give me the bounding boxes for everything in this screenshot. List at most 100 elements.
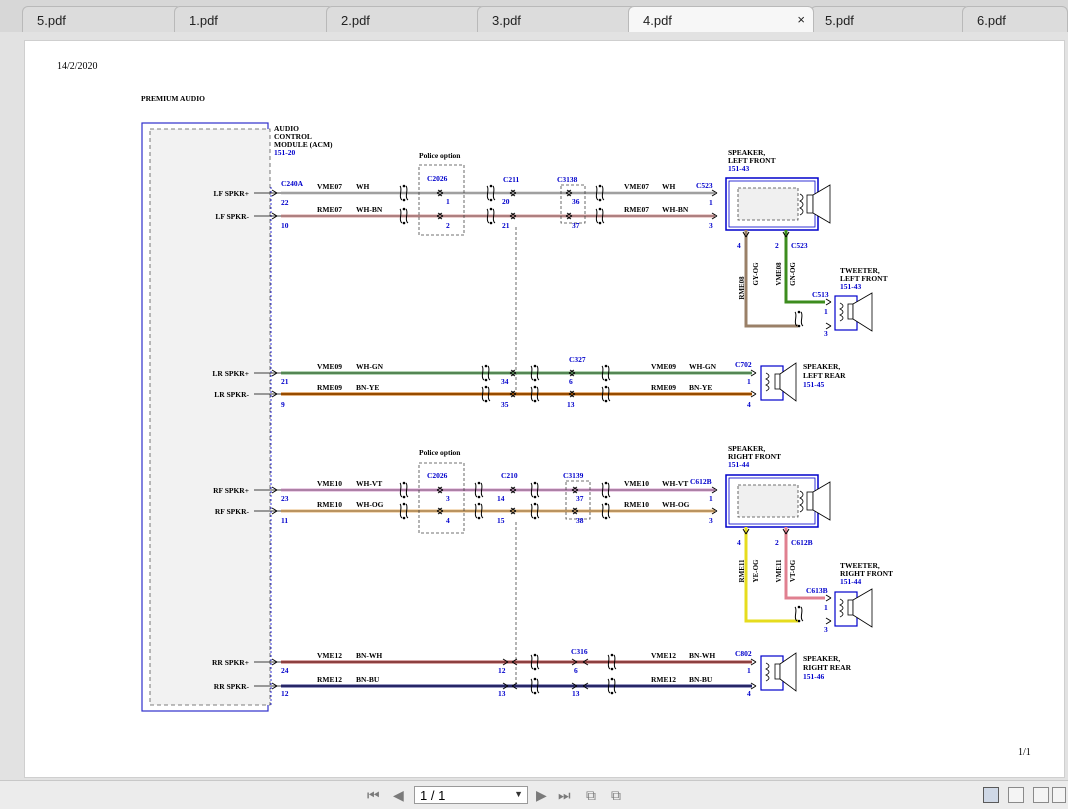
chevron-down-icon[interactable]: ▼ <box>514 789 523 799</box>
tab-6-pdf[interactable]: 6.pdf <box>962 6 1068 32</box>
tweeter-rf-label-a: TWEETER, <box>840 561 880 570</box>
pin-1: 1 <box>747 377 751 386</box>
pin-1: 1 <box>709 198 713 207</box>
first-page-icon[interactable]: ⏮ <box>367 787 380 803</box>
pin-3: 3 <box>824 625 828 634</box>
speaker-lr-ref: 151-45 <box>803 380 824 389</box>
speaker-rf-ref: 151-44 <box>728 460 749 469</box>
speaker-rr-label-a: SPEAKER, <box>803 654 840 663</box>
speaker-rr-ref: 151-46 <box>803 672 824 681</box>
color-bn-wh-right: BN-WH <box>689 651 715 660</box>
pin-3: 3 <box>709 221 713 230</box>
color-wh-right: WH <box>662 182 676 191</box>
tab-5-pdf-2[interactable]: 5.pdf <box>810 6 970 32</box>
pin-23: 23 <box>281 494 289 503</box>
single-page-view-icon[interactable] <box>983 787 999 803</box>
pin-21: 21 <box>502 221 510 230</box>
pin-22: 22 <box>281 198 289 207</box>
acm-ref: 151-20 <box>274 148 295 157</box>
color-wh-bn-right: WH-BN <box>662 205 689 214</box>
circuit-rme12-right: RME12 <box>651 675 676 684</box>
pin-3: 3 <box>446 494 450 503</box>
two-page-continuous-icon[interactable] <box>1052 787 1066 803</box>
copy-icon[interactable]: ⧉ <box>611 787 621 803</box>
tab-5-pdf[interactable]: 5.pdf <box>22 6 182 32</box>
label-lr-spkr-neg: LR SPKR- <box>214 390 249 399</box>
color-wh-og-right: WH-OG <box>662 500 690 509</box>
wire-rme08 <box>744 230 798 328</box>
tab-3-pdf[interactable]: 3.pdf <box>477 6 637 32</box>
connector-c3138: C3138 <box>557 175 578 184</box>
color-wh-gn-right: WH-GN <box>689 362 717 371</box>
pin-11: 11 <box>281 516 288 525</box>
pin-2: 2 <box>775 241 779 250</box>
color-bn-bu: BN-BU <box>356 675 380 684</box>
close-icon[interactable]: × <box>797 12 805 27</box>
pin-36: 36 <box>572 197 580 206</box>
label-lf-spkr-neg: LF SPKR- <box>215 212 249 221</box>
speaker-right-front <box>725 474 831 528</box>
next-page-icon[interactable]: ▶ <box>536 787 547 803</box>
page-number-field[interactable]: 1 / 1 ▼ <box>414 786 528 804</box>
police-option-label: Police option <box>419 151 461 160</box>
continuous-view-icon[interactable] <box>1008 787 1024 803</box>
circuit-vme07-right: VME07 <box>624 182 649 191</box>
label-rf-spkr-neg: RF SPKR- <box>215 507 250 516</box>
wire-vme11 <box>784 527 825 600</box>
pin-13: 13 <box>572 689 580 698</box>
circuit-rme11: RME11 <box>738 559 746 582</box>
circuit-rme12: RME12 <box>317 675 342 684</box>
page-indicator: 1/1 <box>1018 747 1031 758</box>
pin-9: 9 <box>281 400 285 409</box>
viewer-toolbar: ⏮ ◀ 1 / 1 ▼ ▶ ⏭ ⧉ ⧉ <box>0 780 1068 809</box>
page-number-value: 1 / 1 <box>420 788 446 803</box>
label-rr-spkr-neg: RR SPKR- <box>214 682 250 691</box>
color-wh-vt-right: WH-VT <box>662 479 688 488</box>
police-option-label-2: Police option <box>419 448 461 457</box>
color-bn-wh: BN-WH <box>356 651 382 660</box>
pin-1: 1 <box>747 666 751 675</box>
connector-c802: C802 <box>735 649 752 658</box>
connector-c210: C210 <box>501 471 518 480</box>
speaker-lf-ref: 151-43 <box>728 164 749 173</box>
prev-page-icon[interactable]: ◀ <box>393 787 404 803</box>
tab-label: 1.pdf <box>189 13 218 28</box>
circuit-vme08: VME08 <box>775 262 783 286</box>
last-page-icon[interactable]: ⏭ <box>558 787 571 803</box>
pin-15: 15 <box>497 516 505 525</box>
rotate-icon[interactable]: ⧉ <box>586 787 596 803</box>
pin-10: 10 <box>281 221 289 230</box>
pin-20: 20 <box>502 197 510 206</box>
tab-1-pdf[interactable]: 1.pdf <box>174 6 334 32</box>
circuit-vme07: VME07 <box>317 182 342 191</box>
pin-1: 1 <box>709 494 713 503</box>
connector-c316: C316 <box>571 647 588 656</box>
pin-2: 2 <box>446 221 450 230</box>
color-wh: WH <box>356 182 370 191</box>
audio-control-module: AUDIO CONTROL MODULE (ACM) 151-20 <box>141 122 333 712</box>
acm-label-3: MODULE (ACM) <box>274 140 333 149</box>
speaker-left-front <box>725 177 831 231</box>
two-page-view-icon[interactable] <box>1033 787 1049 803</box>
connector-c327: C327 <box>569 355 586 364</box>
acm-label-2: CONTROL <box>274 132 312 141</box>
tab-4-pdf[interactable]: 4.pdf× <box>628 6 814 32</box>
color-bn-ye: BN-YE <box>356 383 379 392</box>
pin-21: 21 <box>281 377 289 386</box>
tab-label: 2.pdf <box>341 13 370 28</box>
connector-c2026: C2026 <box>427 174 448 183</box>
pin-12: 12 <box>281 689 289 698</box>
speaker-lr-label-a: SPEAKER, <box>803 362 840 371</box>
pin-6: 6 <box>569 377 573 386</box>
label-lr-spkr-pos: LR SPKR+ <box>212 369 249 378</box>
speaker-rf-label-b: RIGHT FRONT <box>728 452 781 461</box>
speaker-right-rear <box>760 652 797 692</box>
circuit-vme10: VME10 <box>317 479 342 488</box>
document-tab-bar: 5.pdf 1.pdf 2.pdf 3.pdf 5.pdf 6.pdf 4.pd… <box>0 0 1068 33</box>
circuit-rme09: RME09 <box>317 383 342 392</box>
tab-2-pdf[interactable]: 2.pdf <box>326 6 486 32</box>
wire-rme11 <box>744 527 798 623</box>
pin-1: 1 <box>446 197 450 206</box>
speaker-rr-label-b: RIGHT REAR <box>803 663 852 672</box>
circuit-vme12: VME12 <box>317 651 342 660</box>
